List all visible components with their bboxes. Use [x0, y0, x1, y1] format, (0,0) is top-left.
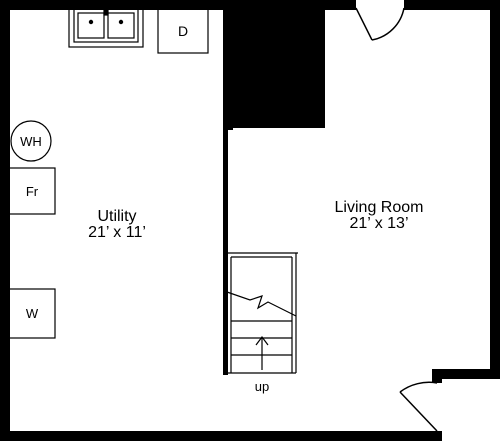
sink-drain-right [118, 19, 124, 25]
top-door-leaf [355, 7, 373, 41]
water-heater-circle [10, 120, 52, 162]
top-door-arc [371, 7, 405, 41]
bottom-door[interactable] [399, 381, 438, 432]
washer-label: W [26, 306, 39, 321]
interior-partition [223, 120, 228, 375]
sink-faucet [103, 8, 109, 16]
washer-box [8, 288, 56, 339]
chimney-block [223, 0, 325, 128]
sink-drain-left [88, 19, 94, 25]
staircase [223, 252, 298, 374]
living-room-name: Living Room [335, 199, 424, 216]
wall-top-right [404, 0, 500, 10]
bottom-door-leaf [399, 391, 438, 432]
dryer-box [157, 8, 209, 54]
sink-basin-right [107, 12, 135, 39]
wall-right [490, 0, 500, 379]
dryer-label: D [178, 23, 188, 39]
fridge-label: Fr [26, 184, 39, 199]
washer: W [8, 288, 56, 339]
sink [68, 8, 144, 48]
living-room-size: 21’ x 13’ [350, 215, 409, 232]
water-heater-label: WH [20, 134, 42, 149]
utility-room-size: 21’ x 11’ [88, 224, 146, 241]
living-room-label: Living Room 21’ x 13’ [335, 199, 424, 232]
wall-left [0, 0, 10, 441]
sink-basin-left [77, 12, 105, 39]
fridge: Fr [8, 167, 56, 215]
dryer: D [157, 8, 209, 54]
bottom-door-arc [399, 381, 438, 393]
interior-wall-block [223, 0, 325, 375]
wall-right-lower-post [432, 369, 442, 383]
utility-room-label: Utility 21’ x 11’ [88, 208, 146, 241]
stair-break-line [226, 291, 297, 317]
wall-right-lower-ledge [432, 369, 500, 379]
wall-top-left [0, 0, 356, 10]
top-door[interactable] [355, 7, 405, 41]
fridge-box [8, 167, 56, 215]
water-heater: WH [10, 120, 52, 162]
wall-bottom [0, 431, 442, 441]
stair-direction-arrow-head [255, 336, 269, 346]
utility-room-name: Utility [97, 208, 136, 225]
stair-direction-label: up [255, 379, 269, 394]
